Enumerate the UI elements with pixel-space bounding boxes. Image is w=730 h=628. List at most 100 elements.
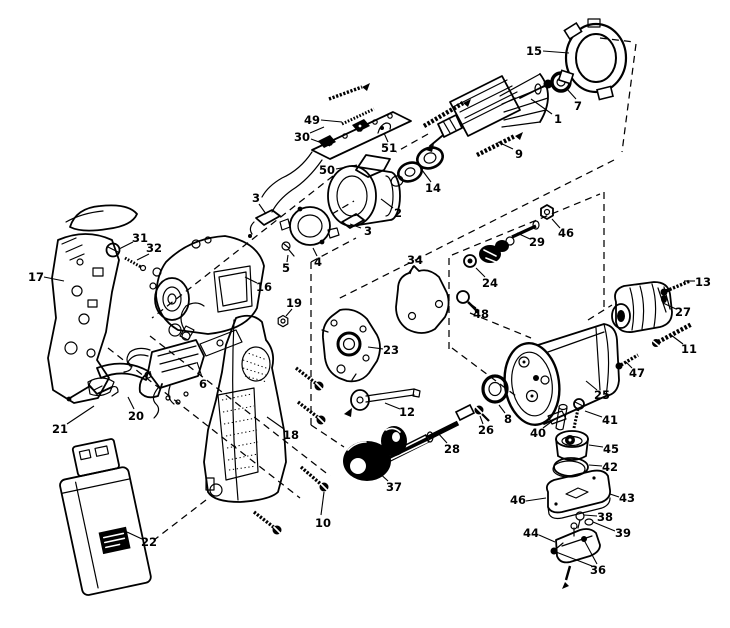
part-number-41: 41 (602, 413, 618, 427)
part-number-4: 4 (314, 255, 322, 269)
part-number-51: 51 (381, 141, 397, 155)
part-number-36: 36 (590, 563, 606, 577)
part-number-46: 46 (558, 226, 574, 240)
part-11-screw (652, 322, 694, 347)
part-37-clutch-collar (343, 426, 407, 481)
part-46-nut (540, 204, 554, 220)
part-number-25: 25 (594, 388, 610, 402)
assembly-axis-dashed-line (331, 200, 355, 215)
part-number-44: 44 (523, 526, 539, 540)
part-18-handle-half (203, 314, 287, 503)
part-number-46: 46 (510, 493, 526, 507)
leader-line-9 (497, 141, 514, 150)
part-1-armature (426, 73, 553, 152)
part-number-8: 8 (504, 412, 512, 426)
leader-line-6 (196, 361, 203, 378)
part-15-retainer-plate (557, 18, 628, 101)
leader-line-30 (309, 126, 325, 134)
leader-line-18 (266, 416, 285, 430)
part-34-gasket (395, 265, 450, 334)
leader-line-24 (475, 267, 486, 278)
leader-line-42 (588, 464, 603, 467)
part-number-48: 48 (473, 307, 489, 321)
leader-line-25 (585, 380, 598, 391)
leader-line-2 (380, 198, 394, 209)
part-36-screws (550, 536, 587, 589)
part-number-29: 29 (529, 235, 545, 249)
part-32-spring (124, 256, 147, 272)
part-17-rear-housing-half (47, 204, 138, 404)
part-number-22: 22 (141, 535, 157, 549)
part-12-shaft (344, 388, 421, 417)
leader-line-47 (625, 361, 633, 369)
part-number-30: 30 (294, 130, 310, 144)
assembly-axis-dashed-line (451, 193, 601, 256)
motor-through-bolt (422, 99, 471, 128)
leader-line-3 (349, 223, 362, 229)
leader-line-20 (127, 396, 135, 410)
assembly-axis-dashed-line (310, 424, 345, 448)
assembly-axis-dashed-line (599, 37, 635, 43)
leader-line-21 (66, 405, 95, 425)
part-31-screw-button (105, 242, 121, 258)
leader-line-15 (542, 50, 570, 54)
leader-line-51 (383, 132, 389, 143)
assembly-axis-dashed-line (149, 335, 331, 477)
part-41-screw (572, 398, 585, 429)
part-5-screw (281, 241, 295, 257)
assembly-axis-dashed-line (153, 499, 207, 541)
part-number-39: 39 (615, 526, 631, 540)
part-number-14: 14 (425, 181, 441, 195)
leader-line-40 (542, 418, 556, 429)
leader-line-46 (525, 497, 547, 502)
part-19-nut (277, 314, 289, 328)
part-number-47: 47 (629, 366, 645, 380)
part-40-pin (555, 403, 568, 431)
part-23-end-plate (321, 308, 381, 383)
part-51-clip (377, 122, 392, 134)
part-number-42: 42 (602, 460, 618, 474)
part-number-16: 16 (256, 280, 272, 294)
part-21-wire-clip (66, 385, 119, 402)
leader-line-38 (583, 514, 598, 517)
assembly-axis-dashed-line (335, 159, 615, 301)
assembly-axis-dashed-line (310, 237, 357, 263)
part-26-screw (474, 405, 490, 422)
part-number-28: 28 (444, 442, 460, 456)
part-number-13: 13 (695, 275, 711, 289)
part-number-37: 37 (386, 480, 402, 494)
assembly-axis-dashed-line (469, 312, 532, 339)
part-27-chuck (611, 281, 673, 333)
part-2-field-cylinder (327, 165, 401, 227)
part-number-9: 9 (515, 147, 523, 161)
part-number-17: 17 (28, 270, 44, 284)
leader-line-34 (409, 265, 414, 275)
leader-line-8 (498, 404, 506, 414)
part-number-31: 31 (132, 231, 148, 245)
part-number-12: 12 (399, 405, 415, 419)
part-16-motor-housing (149, 235, 265, 341)
part-number-21: 21 (52, 422, 68, 436)
part-9-screw (475, 132, 523, 158)
leader-line-43 (609, 493, 620, 498)
leader-line-45 (588, 444, 604, 448)
part-30-circuit-board (261, 111, 412, 213)
part-22-battery-pack (59, 438, 152, 596)
part-10-screws (252, 366, 329, 535)
part-number-50: 50 (319, 163, 335, 177)
leader-line-23 (367, 346, 384, 350)
part-number-5: 5 (282, 261, 290, 275)
part-number-34: 34 (407, 253, 423, 267)
leader-line-10 (320, 491, 325, 516)
part-38-nut (575, 511, 585, 529)
part-number-32: 32 (146, 241, 162, 255)
part-number-23: 23 (383, 343, 399, 357)
part-45-cup (555, 430, 589, 461)
leader-line-41 (584, 410, 603, 418)
leader-line-31 (118, 241, 134, 250)
leader-line-36 (555, 551, 593, 567)
leader-line-12 (384, 402, 401, 410)
